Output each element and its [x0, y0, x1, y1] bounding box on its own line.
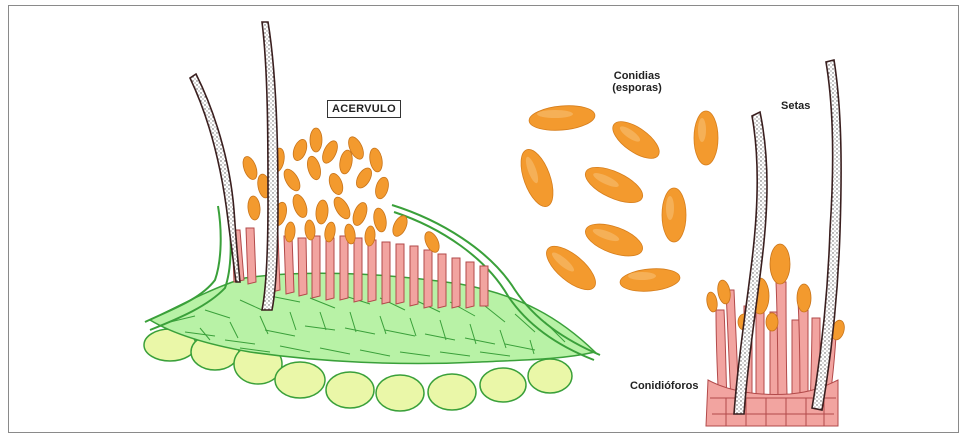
acervulo-label: ACERVULO [327, 100, 401, 118]
conidias-label-line2: (esporas) [600, 82, 674, 94]
conidioforos-label: Conidióforos [630, 380, 698, 392]
conidias-label-line1: Conidias [600, 70, 674, 82]
conidia-scattered [515, 103, 718, 297]
setae-left [190, 22, 278, 310]
conidias-label: Conidias (esporas) [600, 70, 674, 94]
setas-label: Setas [781, 100, 810, 112]
